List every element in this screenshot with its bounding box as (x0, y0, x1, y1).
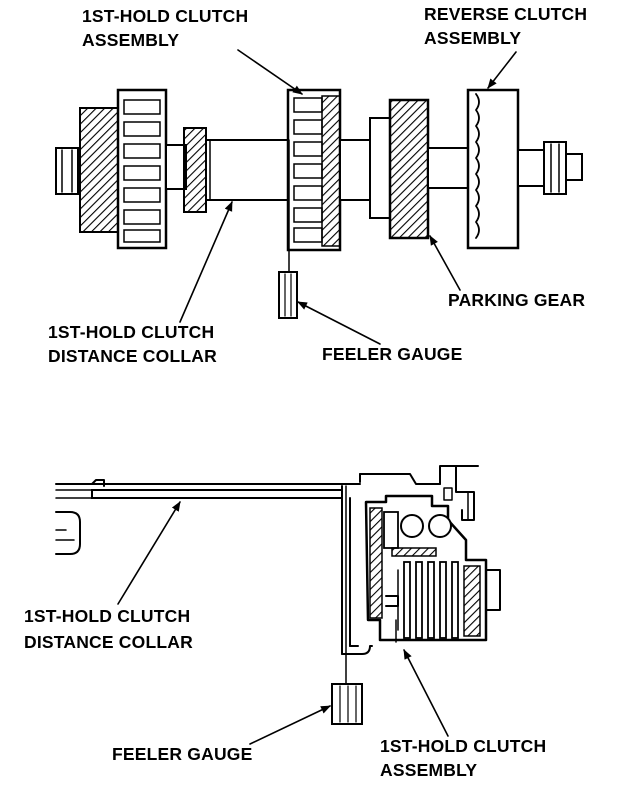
label-feeler-gauge-top: FEELER GAUGE (322, 344, 462, 364)
label-first-hold-assembly-top: 1ST-HOLD CLUTCH ASSEMBLY (82, 6, 253, 50)
shaft-section-2 (339, 139, 371, 201)
feeler-gauge-bottom (331, 485, 363, 725)
top-figure: 1ST-HOLD CLUTCH ASSEMBLY REVERSE CLUTCH … (48, 4, 592, 366)
mainshaft-assembly (55, 88, 583, 252)
arrow-feeler-gauge-bottom (249, 705, 331, 745)
label-line: 1ST-HOLD CLUTCH (82, 6, 248, 26)
small-gear (183, 127, 207, 213)
label-distance-collar-top: 1ST-HOLD CLUTCH DISTANCE COLLAR (48, 322, 219, 366)
arrow-distance-collar-top (179, 201, 233, 323)
reverse-clutch-drum (466, 88, 520, 250)
shaft-left-nut (55, 147, 79, 195)
label-line: 1ST-HOLD CLUTCH (380, 736, 546, 756)
label-line: ASSEMBLY (82, 30, 179, 50)
shaft-right-nut (543, 141, 567, 195)
label-line: DISTANCE COLLAR (24, 632, 193, 652)
label-line: REVERSE CLUTCH (424, 4, 587, 24)
distance-collar-top (205, 139, 293, 201)
label-parking-gear: PARKING GEAR (448, 290, 585, 310)
label-line: DISTANCE COLLAR (48, 346, 217, 366)
arrow-reverse-assembly (487, 51, 517, 89)
label-feeler-gauge-bottom: FEELER GAUGE (112, 744, 252, 764)
arrow-parking-gear (429, 235, 461, 291)
label-line: ASSEMBLY (380, 760, 477, 780)
shaft-right-tip (565, 153, 583, 181)
label-line: ASSEMBLY (424, 28, 521, 48)
arrow-feeler-gauge-top (297, 301, 381, 345)
cross-section (55, 465, 501, 655)
shaft-section-3 (427, 147, 471, 189)
first-hold-clutch-drum (286, 88, 342, 252)
label-reverse-assembly: REVERSE CLUTCH ASSEMBLY (424, 4, 592, 48)
clutch-plates (397, 561, 481, 639)
left-gear (79, 107, 121, 233)
left-clutch-drum (116, 88, 168, 250)
piston (369, 507, 383, 619)
hub (369, 117, 391, 219)
label-line: 1ST-HOLD CLUTCH (24, 606, 190, 626)
label-first-hold-assembly-bottom: 1ST-HOLD CLUTCH ASSEMBLY (380, 736, 551, 780)
arrow-distance-collar-bottom (117, 501, 181, 605)
arrow-first-hold-assembly-top (237, 49, 303, 95)
arrow-first-hold-assembly-bottom (403, 649, 449, 737)
feeler-gauge-top (278, 139, 298, 319)
left-bearing-profile (55, 511, 81, 555)
clutch-drum-outline (364, 494, 488, 642)
label-line: 1ST-HOLD CLUTCH (48, 322, 214, 342)
parking-gear (388, 98, 430, 240)
shaft-right (517, 149, 547, 187)
label-distance-collar-bottom: 1ST-HOLD CLUTCH DISTANCE COLLAR (24, 606, 195, 652)
bottom-figure: 1ST-HOLD CLUTCH DISTANCE COLLAR FEELER G… (24, 465, 551, 780)
distance-collar-bottom (91, 489, 343, 499)
